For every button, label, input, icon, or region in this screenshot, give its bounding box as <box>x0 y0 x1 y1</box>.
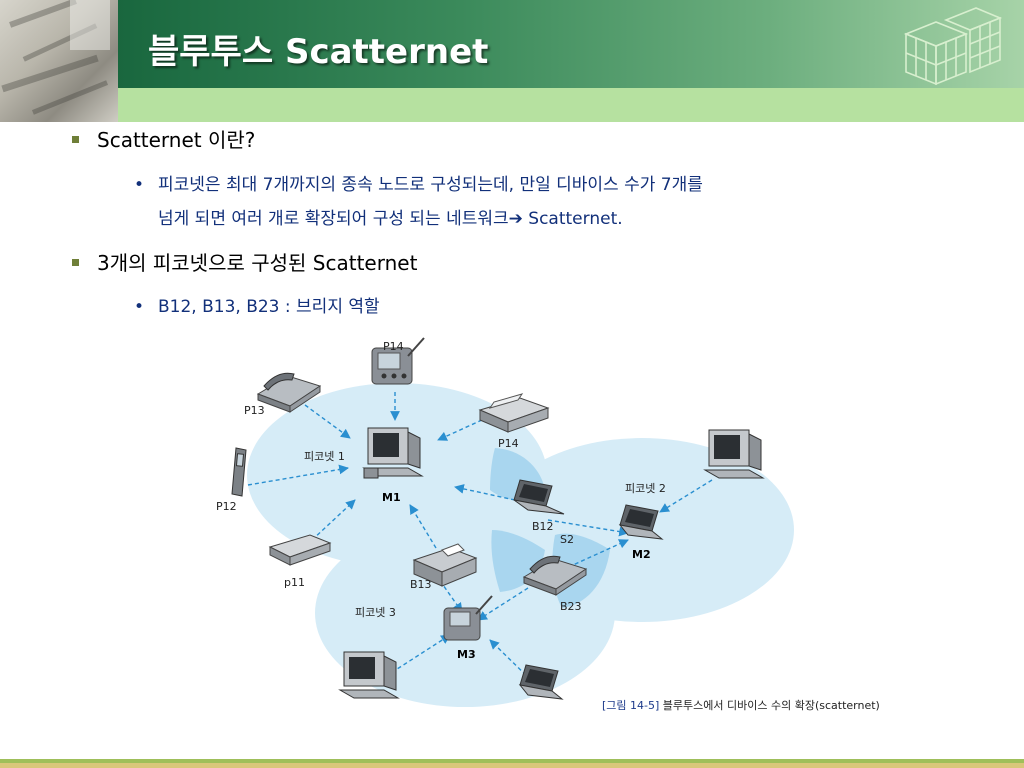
label-m3: M3 <box>457 648 476 661</box>
telephone-icon <box>256 372 322 413</box>
laptop-icon <box>513 479 565 515</box>
laptop-icon <box>518 664 564 700</box>
sub-bullet-2: • B12, B13, B23 : 브리지 역할 <box>134 292 380 317</box>
figure-caption-text: 블루투스에서 디바이스 수의 확장(scatternet) <box>659 699 880 712</box>
figure-caption: [그림 14-5] 블루투스에서 디바이스 수의 확장(scatternet) <box>602 699 880 712</box>
label-p12: P12 <box>216 500 237 513</box>
scanner-icon <box>478 393 550 433</box>
label-b12: B12 <box>532 520 554 533</box>
bullet-1: Scatternet 이란? <box>72 124 255 153</box>
pda-icon <box>443 595 493 641</box>
label-m1: M1 <box>382 491 401 504</box>
desktop-computer-icon <box>338 651 400 699</box>
cube-logo-icon <box>903 7 1003 86</box>
telephone-icon <box>522 555 588 596</box>
label-p14-right: P14 <box>498 437 519 450</box>
bullet-2-text: 3개의 피코넷으로 구성된 Scatternet <box>97 251 418 275</box>
square-bullet-icon <box>72 259 79 266</box>
header-photo <box>0 0 118 122</box>
slide-title: 블루투스 Scatternet <box>148 32 489 72</box>
sub-bullet-1-continuation: 넘게 되면 여러 개로 확장되어 구성 되는 네트워크➔ Scatternet. <box>158 204 623 229</box>
label-b13: B13 <box>410 578 432 591</box>
label-p14-top: P14 <box>383 340 404 353</box>
label-s2: S2 <box>560 533 574 546</box>
sub-bullet-2-line1: B12, B13, B23 : 브리지 역할 <box>158 297 380 317</box>
mobile-phone-icon <box>231 447 247 497</box>
title-bar <box>0 0 1024 88</box>
label-piconet-3: 피코넷 3 <box>355 606 396 619</box>
header-subbar <box>118 88 1024 122</box>
square-bullet-icon <box>72 136 79 143</box>
scanner-icon <box>268 534 332 566</box>
footer-bar-gold <box>0 763 1024 768</box>
right-arrow-icon: ➔ <box>508 209 523 229</box>
label-piconet-1: 피코넷 1 <box>304 450 345 463</box>
scatternet-diagram: P14 P13 P14 피코넷 1 M1 P12 피코넷 2 B12 S2 M2… <box>216 337 880 712</box>
pda-icon <box>371 337 425 385</box>
desktop-computer-icon <box>362 427 424 479</box>
bullet-1-text: Scatternet 이란? <box>97 128 256 152</box>
label-p13: P13 <box>244 404 265 417</box>
label-piconet-2: 피코넷 2 <box>625 482 666 495</box>
sub-bullet-1-line2-end: Scatternet. <box>522 209 623 229</box>
desktop-computer-icon <box>703 429 765 479</box>
laptop-icon <box>618 504 664 540</box>
sub-bullet-1-line1: 피코넷은 최대 7개까지의 종속 노드로 구성되는데, 만일 디바이스 수가 7… <box>158 175 703 195</box>
footer-bar-green <box>0 759 1024 763</box>
figure-caption-ref: [그림 14-5] <box>602 699 659 712</box>
label-m2: M2 <box>632 548 651 561</box>
label-p11: p11 <box>284 576 305 589</box>
label-b23: B23 <box>560 600 582 613</box>
printer-icon <box>412 543 478 587</box>
round-bullet-icon: • <box>134 175 145 195</box>
bullet-2: 3개의 피코넷으로 구성된 Scatternet <box>72 247 417 276</box>
round-bullet-icon: • <box>134 297 145 317</box>
sub-bullet-1: • 피코넷은 최대 7개까지의 종속 노드로 구성되는데, 만일 디바이스 수가 … <box>134 170 703 195</box>
sub-bullet-1-line2: 넘게 되면 여러 개로 확장되어 구성 되는 네트워크 <box>158 209 509 229</box>
